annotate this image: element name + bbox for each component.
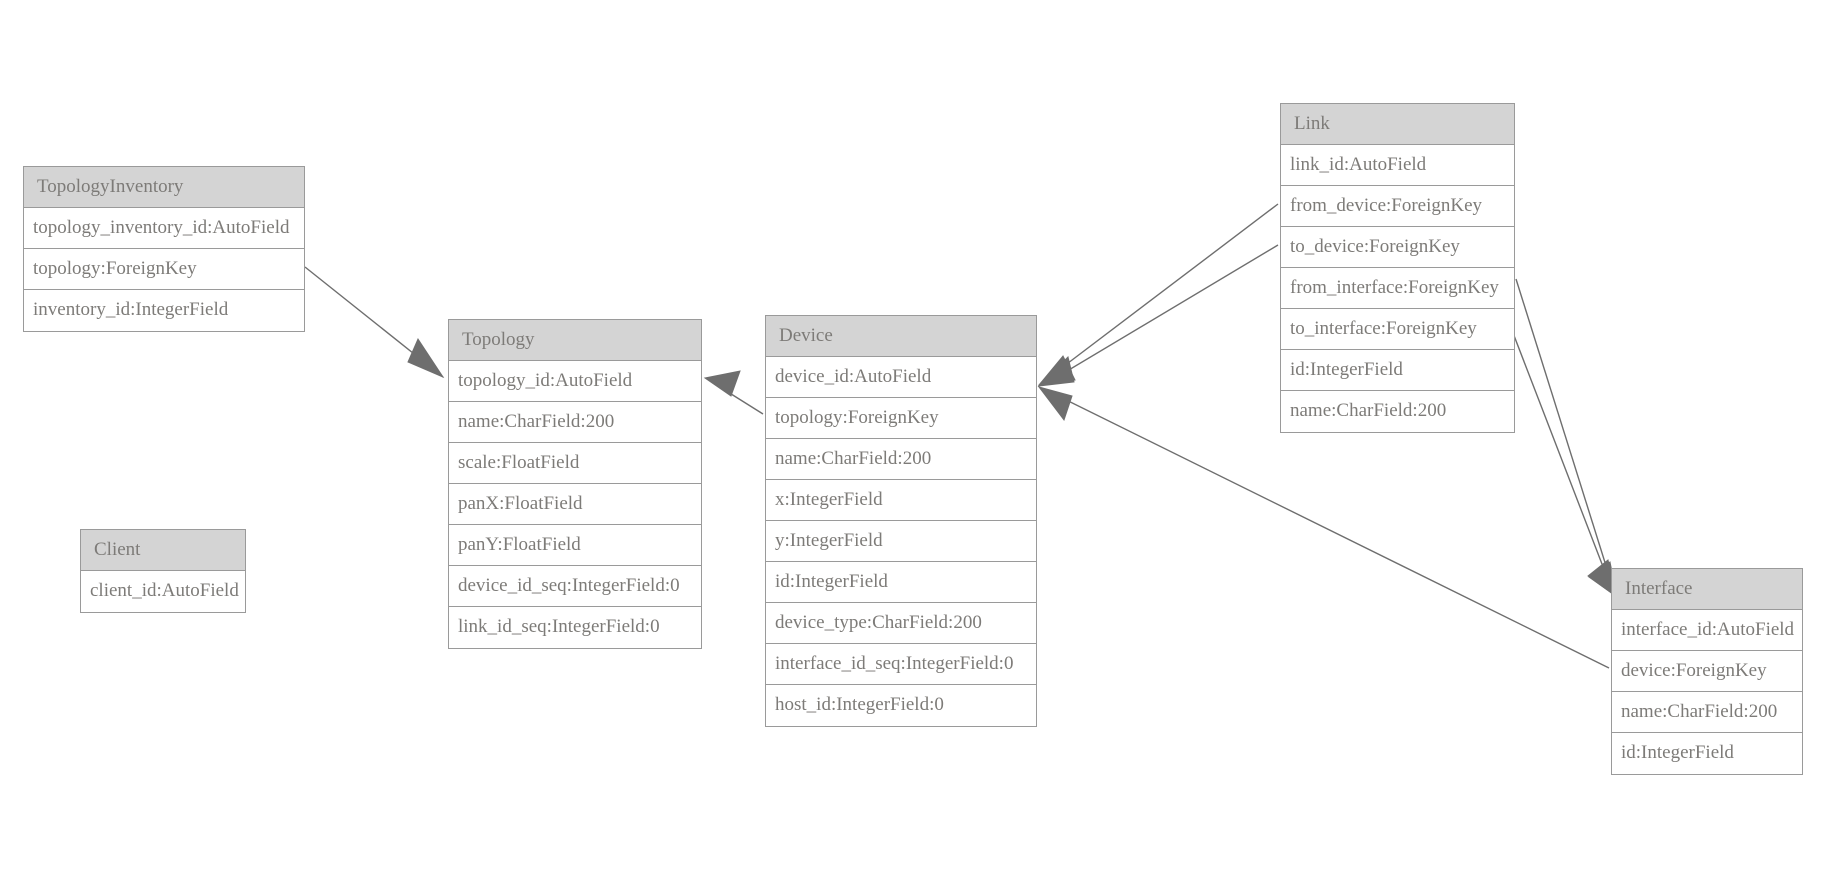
relationship-line (711, 381, 764, 415)
entity-field-row[interactable]: topology:ForeignKey (766, 398, 1036, 439)
entity-field-row[interactable]: x:IntegerField (766, 480, 1036, 521)
entity-title-device: Device (766, 316, 1036, 357)
relationship-line (1515, 278, 1614, 589)
relationship-arrowhead-icon (1037, 356, 1075, 387)
entity-field-row[interactable]: name:CharField:200 (766, 439, 1036, 480)
relationship-line (1046, 203, 1279, 380)
entity-field-row[interactable]: device_id_seq:IntegerField:0 (449, 566, 701, 607)
entity-field-row[interactable]: name:CharField:200 (449, 402, 701, 443)
entity-title-client: Client (81, 530, 245, 571)
entity-field-row[interactable]: topology_inventory_id:AutoField (24, 208, 304, 249)
entity-field-row[interactable]: device_type:CharField:200 (766, 603, 1036, 644)
relationship-rel-link-from-interface (1515, 278, 1618, 599)
entity-field-row[interactable]: from_interface:ForeignKey (1281, 268, 1514, 309)
entity-field-row[interactable]: y:IntegerField (766, 521, 1036, 562)
entity-field-row[interactable]: id:IntegerField (1612, 733, 1802, 774)
entity-field-row[interactable]: host_id:IntegerField:0 (766, 685, 1036, 726)
entity-field-row[interactable]: device_id:AutoField (766, 357, 1036, 398)
relationship-rel-topologyinventory-topology (304, 266, 445, 379)
relationship-arrowhead-icon (703, 370, 741, 397)
relationship-line (304, 266, 444, 378)
entity-field-row[interactable]: id:IntegerField (766, 562, 1036, 603)
entity-field-row[interactable]: panX:FloatField (449, 484, 701, 525)
entity-field-row[interactable]: link_id_seq:IntegerField:0 (449, 607, 701, 648)
entity-title-topology_inventory: TopologyInventory (24, 167, 304, 208)
entity-field-row[interactable]: to_interface:ForeignKey (1281, 309, 1514, 350)
relationship-line (1046, 244, 1279, 384)
entity-field-row[interactable]: topology_id:AutoField (449, 361, 701, 402)
entity-field-row[interactable]: from_device:ForeignKey (1281, 186, 1514, 227)
relationship-arrowhead-icon (1037, 355, 1076, 386)
relationship-rel-link-to-device (1037, 244, 1279, 387)
entity-field-row[interactable]: name:CharField:200 (1612, 692, 1802, 733)
entity-field-row[interactable]: name:CharField:200 (1281, 391, 1514, 432)
entity-field-row[interactable]: interface_id_seq:IntegerField:0 (766, 644, 1036, 685)
relationship-arrowhead-icon (407, 337, 445, 379)
entity-field-row[interactable]: to_device:ForeignKey (1281, 227, 1514, 268)
relationship-arrowhead-icon (1037, 386, 1073, 422)
entity-title-topology: Topology (449, 320, 701, 361)
entity-field-row[interactable]: device:ForeignKey (1612, 651, 1802, 692)
entity-title-link: Link (1281, 104, 1514, 145)
entity-field-row[interactable]: panY:FloatField (449, 525, 701, 566)
entity-field-row[interactable]: link_id:AutoField (1281, 145, 1514, 186)
relationship-rel-link-from-device (1037, 203, 1279, 386)
entity-field-row[interactable]: inventory_id:IntegerField (24, 290, 304, 331)
entity-title-interface: Interface (1612, 569, 1802, 610)
relationship-rel-link-to-interface (1507, 319, 1618, 599)
entity-field-row[interactable]: id:IntegerField (1281, 350, 1514, 391)
entity-field-row[interactable]: topology:ForeignKey (24, 249, 304, 290)
entity-field-row[interactable]: scale:FloatField (449, 443, 701, 484)
entity-field-row[interactable]: client_id:AutoField (81, 571, 245, 612)
relationship-rel-device-topology (703, 370, 764, 415)
entity-field-row[interactable]: interface_id:AutoField (1612, 610, 1802, 651)
relationship-line (1507, 319, 1613, 591)
